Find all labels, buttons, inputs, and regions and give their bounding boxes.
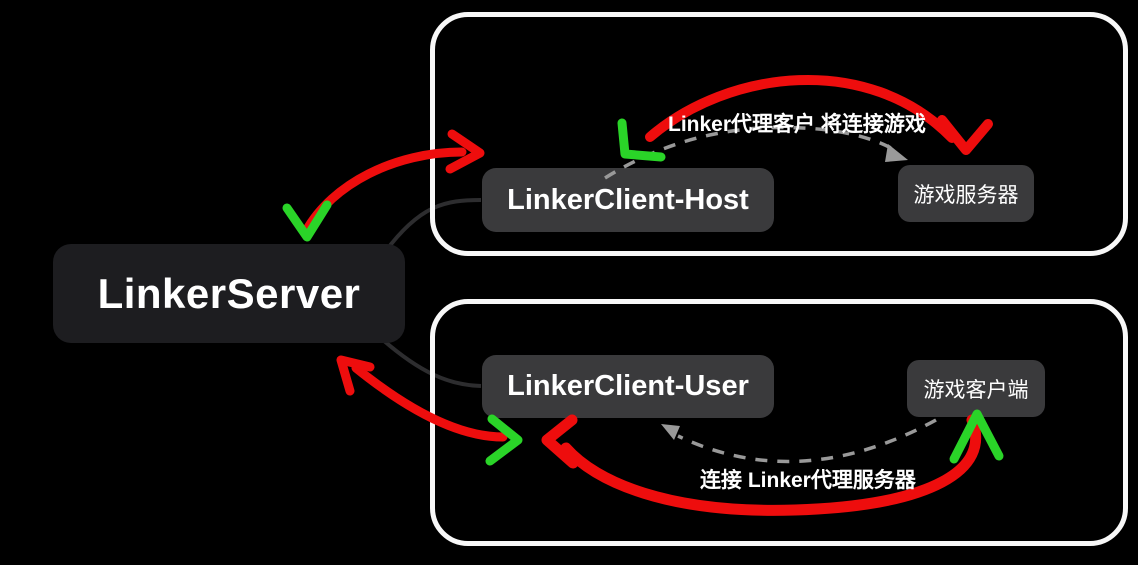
node-game-client: 游戏客户端 bbox=[907, 360, 1045, 417]
annotation-host-flow: Linker代理客户 将连接游戏 bbox=[668, 113, 926, 136]
arrowhead-user-group-to-server-icon bbox=[336, 355, 375, 396]
annotation-user-flow: 连接 Linker代理服务器 bbox=[700, 469, 916, 492]
node-linker-server: LinkerServer bbox=[53, 244, 405, 343]
node-linker-client-host: LinkerClient-Host bbox=[482, 168, 774, 232]
node-game-server: 游戏服务器 bbox=[898, 165, 1034, 222]
node-linker-client-user: LinkerClient-User bbox=[482, 355, 774, 418]
group-host-side bbox=[430, 12, 1128, 256]
green-check-mark-icon bbox=[282, 200, 332, 242]
group-user-side bbox=[430, 299, 1128, 546]
